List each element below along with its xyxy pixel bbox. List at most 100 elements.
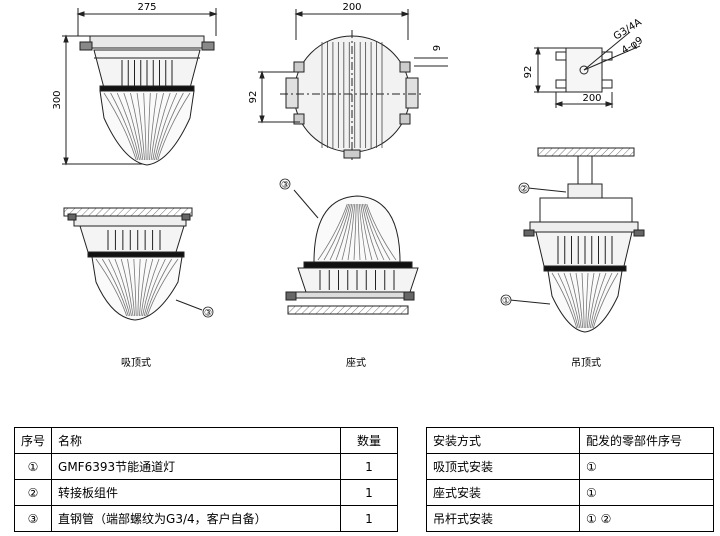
cell-method: 吊杆式安装 bbox=[426, 505, 580, 532]
cell-method: 吸顶式安装 bbox=[426, 453, 580, 480]
drawing-stroke bbox=[586, 272, 595, 329]
drawing-stroke bbox=[95, 258, 128, 317]
seat-top-view bbox=[258, 9, 448, 160]
drawing-stroke bbox=[140, 258, 154, 317]
cell-no: ① bbox=[13, 453, 53, 480]
dim-top-width: 275 bbox=[137, 2, 156, 13]
drawing-stroke bbox=[114, 258, 132, 317]
drawing-stroke bbox=[152, 92, 171, 161]
drawing-stroke bbox=[569, 272, 582, 329]
cell-method: 座式安装 bbox=[426, 479, 580, 506]
dim-plate-depth: 92 bbox=[523, 66, 534, 79]
drawing-stroke bbox=[150, 92, 164, 161]
drawing-stroke bbox=[329, 203, 351, 261]
drawing-stroke bbox=[136, 92, 145, 161]
drawing-stroke bbox=[551, 272, 578, 329]
drawing-stroke bbox=[149, 92, 158, 161]
drawing-stroke bbox=[145, 258, 173, 317]
cell-qty: 1 bbox=[340, 453, 398, 480]
drawing-stroke bbox=[585, 272, 589, 329]
cell-name: GMF6393节能通道灯 bbox=[51, 453, 341, 480]
drawing-stroke bbox=[323, 203, 350, 261]
cell-qty: 1 bbox=[340, 479, 398, 506]
drawing-stroke bbox=[591, 272, 613, 329]
mounting-plate-view bbox=[534, 31, 641, 108]
callout-pendant-2: ② bbox=[520, 185, 528, 195]
drawing-stroke bbox=[142, 258, 160, 317]
col-header-qty: 数量 bbox=[340, 427, 398, 454]
table-row: 座式安装 ① bbox=[426, 479, 714, 506]
drawing-stroke bbox=[110, 92, 139, 161]
drawing-stroke bbox=[358, 203, 367, 261]
cell-parts: ① bbox=[579, 479, 714, 506]
drawing-stroke bbox=[103, 92, 137, 161]
drawing-stroke bbox=[360, 203, 373, 261]
drawing-stroke bbox=[155, 92, 184, 161]
drawing-stroke bbox=[363, 203, 385, 261]
dim-height: 300 bbox=[52, 90, 63, 109]
cell-no: ③ bbox=[13, 505, 53, 532]
drawing-stroke bbox=[592, 272, 619, 329]
drawing-stroke bbox=[347, 203, 356, 261]
front-view-lamp bbox=[62, 8, 218, 166]
drawing-stroke bbox=[116, 92, 140, 161]
drawing-stroke bbox=[361, 203, 379, 261]
cell-name: 转接板组件 bbox=[51, 479, 341, 506]
table-row: 吸顶式安装 ① bbox=[426, 453, 714, 480]
drawing-stroke bbox=[123, 92, 142, 161]
cell-parts: ① bbox=[579, 453, 714, 480]
drawing-stroke bbox=[563, 272, 581, 329]
drawing-stroke bbox=[589, 272, 607, 329]
drawing-stroke bbox=[143, 92, 147, 161]
install-table: 安装方式 配发的零部件序号 吸顶式安装 ① 座式安装 ① 吊杆式安装 ① ② bbox=[426, 427, 714, 532]
col-header-parts: 配发的零部件序号 bbox=[579, 427, 714, 454]
table-row: ③ 直钢管（端部螺纹为G3/4，客户自备） 1 bbox=[13, 505, 398, 532]
caption-ceiling: 吸顶式 bbox=[121, 358, 151, 369]
cell-parts: ① ② bbox=[579, 505, 714, 532]
cell-qty: 1 bbox=[340, 505, 398, 532]
col-header-name: 名称 bbox=[51, 427, 341, 454]
install-table-header: 安装方式 配发的零部件序号 bbox=[426, 427, 714, 454]
col-header-method: 安装方式 bbox=[426, 427, 580, 454]
callout-pendant-1: ① bbox=[502, 297, 510, 307]
drawing-stroke bbox=[588, 272, 601, 329]
drawing-stroke bbox=[575, 272, 584, 329]
callout-ceiling-3: ③ bbox=[204, 309, 212, 319]
technical-drawing: 275 300 200 92 9 bbox=[52, 2, 645, 333]
drawing-stroke bbox=[357, 203, 361, 261]
drawing-stroke bbox=[366, 203, 397, 261]
drawing-stroke bbox=[130, 92, 144, 161]
drawing-stroke bbox=[581, 272, 585, 329]
table-row: ① GMF6393节能通道灯 1 bbox=[13, 453, 398, 480]
dim-base-depth: 92 bbox=[248, 91, 259, 104]
callout-seat-3: ③ bbox=[281, 181, 289, 191]
seat-mount-lamp bbox=[285, 189, 419, 315]
drawing-stroke bbox=[157, 92, 191, 161]
drawing-stroke bbox=[101, 258, 129, 317]
drawing-stroke bbox=[335, 203, 353, 261]
drawing-stroke bbox=[317, 203, 348, 261]
pendant-mount-lamp bbox=[509, 147, 645, 333]
drawing-stroke bbox=[143, 258, 166, 317]
drawing-stroke bbox=[147, 92, 151, 161]
drawing-stroke bbox=[557, 272, 579, 329]
drawing-stroke bbox=[364, 203, 391, 261]
drawing-stroke bbox=[127, 258, 136, 317]
cell-name: 直钢管（端部螺纹为G3/4，客户自备） bbox=[51, 505, 341, 532]
caption-pendant: 吊顶式 bbox=[571, 358, 601, 369]
table-row: ② 转接板组件 1 bbox=[13, 479, 398, 506]
table-row: 吊杆式安装 ① ② bbox=[426, 505, 714, 532]
parts-table-header: 序号 名称 数量 bbox=[13, 427, 398, 454]
dim-base-offset: 9 bbox=[432, 45, 443, 51]
drawing-stroke bbox=[120, 258, 134, 317]
col-header-no: 序号 bbox=[13, 427, 53, 454]
drawing-stroke bbox=[138, 258, 147, 317]
dim-plate-width: 200 bbox=[582, 93, 601, 104]
parts-table: 序号 名称 数量 ① GMF6393节能通道灯 1 ② 转接板组件 1 ③ 直钢… bbox=[13, 427, 398, 532]
dim-base-width: 200 bbox=[342, 2, 361, 13]
drawing-stroke bbox=[133, 258, 137, 317]
ceiling-mount-lamp bbox=[63, 207, 203, 321]
drawing-stroke bbox=[146, 258, 179, 317]
drawing-stroke bbox=[341, 203, 354, 261]
caption-seat: 座式 bbox=[346, 358, 366, 369]
